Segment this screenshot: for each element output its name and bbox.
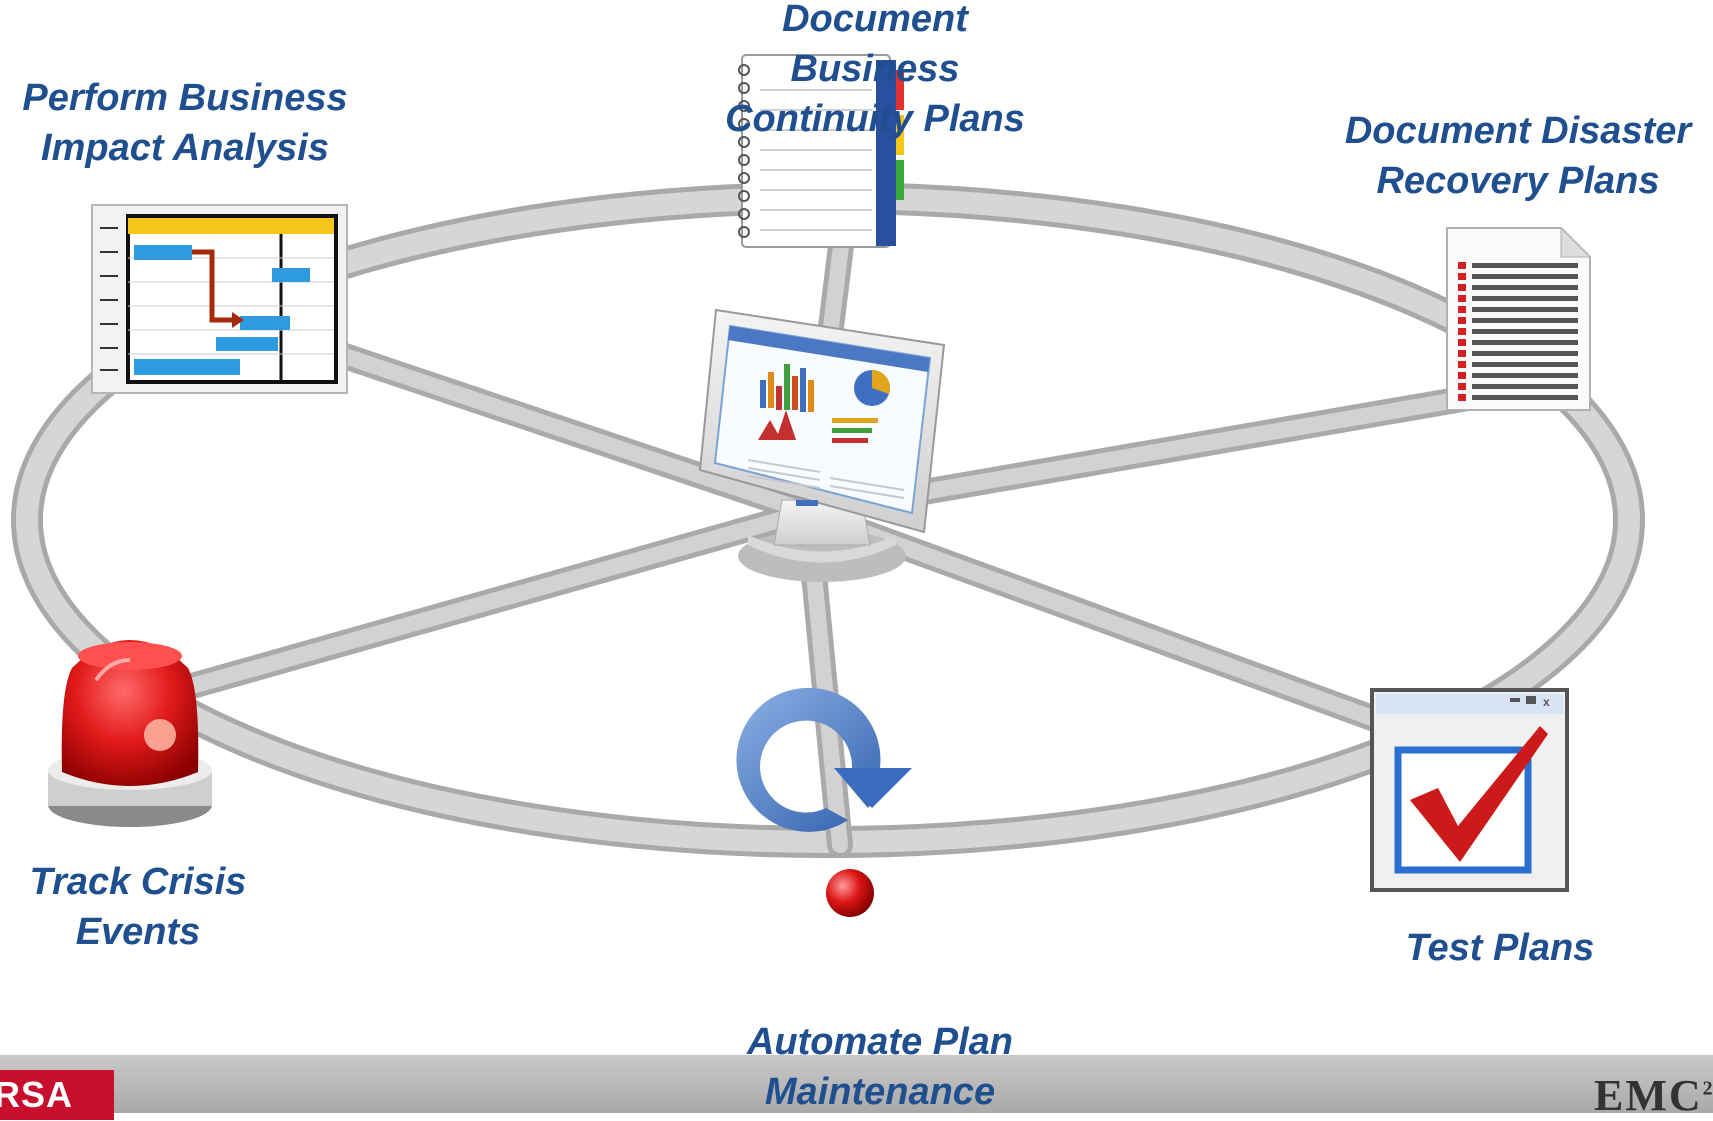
svg-text:x: x — [1543, 695, 1550, 709]
gantt-chart-icon — [91, 204, 348, 394]
rsa-logo: RSA — [0, 1070, 114, 1120]
label-test-plans: Test Plans — [1405, 927, 1595, 969]
dashboard-monitor-icon — [698, 308, 946, 582]
checkbox-window-icon: x — [1370, 688, 1569, 892]
footer-bar — [0, 1055, 1713, 1113]
siren-icon — [48, 640, 212, 827]
notebook-icon — [738, 54, 904, 248]
emc-logo: EMC2 — [1594, 1071, 1713, 1120]
refresh-icon — [736, 687, 912, 917]
document-list-icon — [1446, 226, 1592, 411]
